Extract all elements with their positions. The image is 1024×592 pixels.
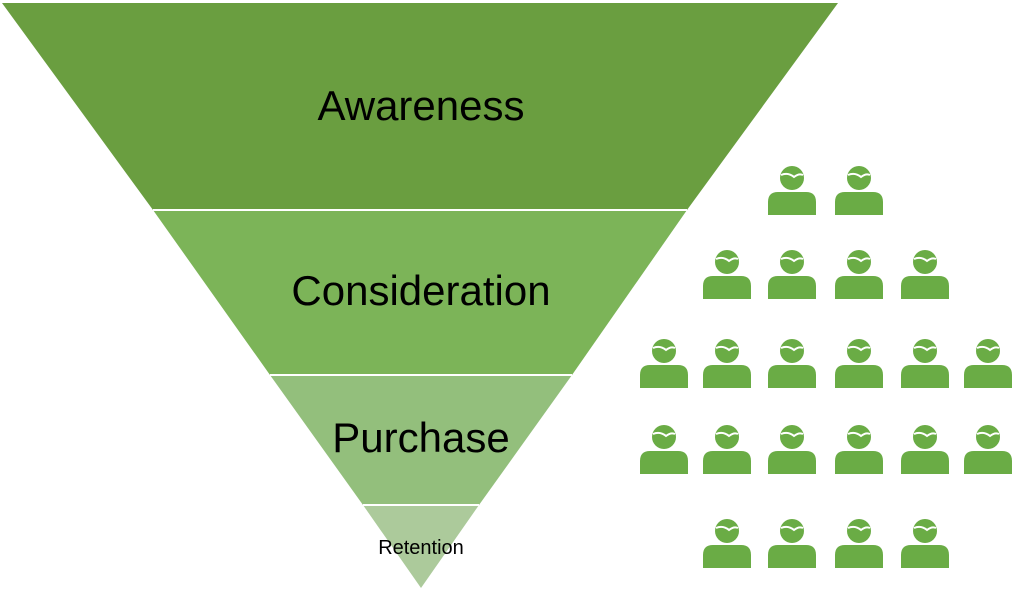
person-icon bbox=[835, 250, 883, 299]
person-icon bbox=[640, 339, 688, 388]
person-icon bbox=[835, 519, 883, 568]
funnel bbox=[2, 3, 838, 588]
person-icon bbox=[835, 339, 883, 388]
person-icon bbox=[835, 166, 883, 215]
person-icon bbox=[768, 250, 816, 299]
person-icon bbox=[768, 339, 816, 388]
person-icon bbox=[640, 425, 688, 474]
stage-label-awareness: Awareness bbox=[317, 82, 525, 129]
person-icon bbox=[835, 425, 883, 474]
person-icon bbox=[901, 339, 949, 388]
person-icon bbox=[768, 519, 816, 568]
funnel-stage-purchase bbox=[270, 375, 572, 505]
person-icon bbox=[703, 519, 751, 568]
people-grid bbox=[640, 166, 1012, 568]
person-icon bbox=[901, 250, 949, 299]
person-icon bbox=[703, 339, 751, 388]
funnel-stage-retention bbox=[363, 505, 479, 588]
person-icon bbox=[964, 425, 1012, 474]
stage-label-retention: Retention bbox=[378, 537, 464, 559]
person-icon bbox=[768, 166, 816, 215]
stage-label-consideration: Consideration bbox=[291, 267, 551, 314]
funnel-stage-consideration bbox=[153, 210, 687, 375]
person-icon bbox=[964, 339, 1012, 388]
funnel-stage-awareness bbox=[2, 3, 838, 210]
person-icon bbox=[703, 250, 751, 299]
person-icon bbox=[901, 519, 949, 568]
person-icon bbox=[901, 425, 949, 474]
person-icon bbox=[768, 425, 816, 474]
stage-label-purchase: Purchase bbox=[332, 414, 510, 461]
person-icon bbox=[703, 425, 751, 474]
